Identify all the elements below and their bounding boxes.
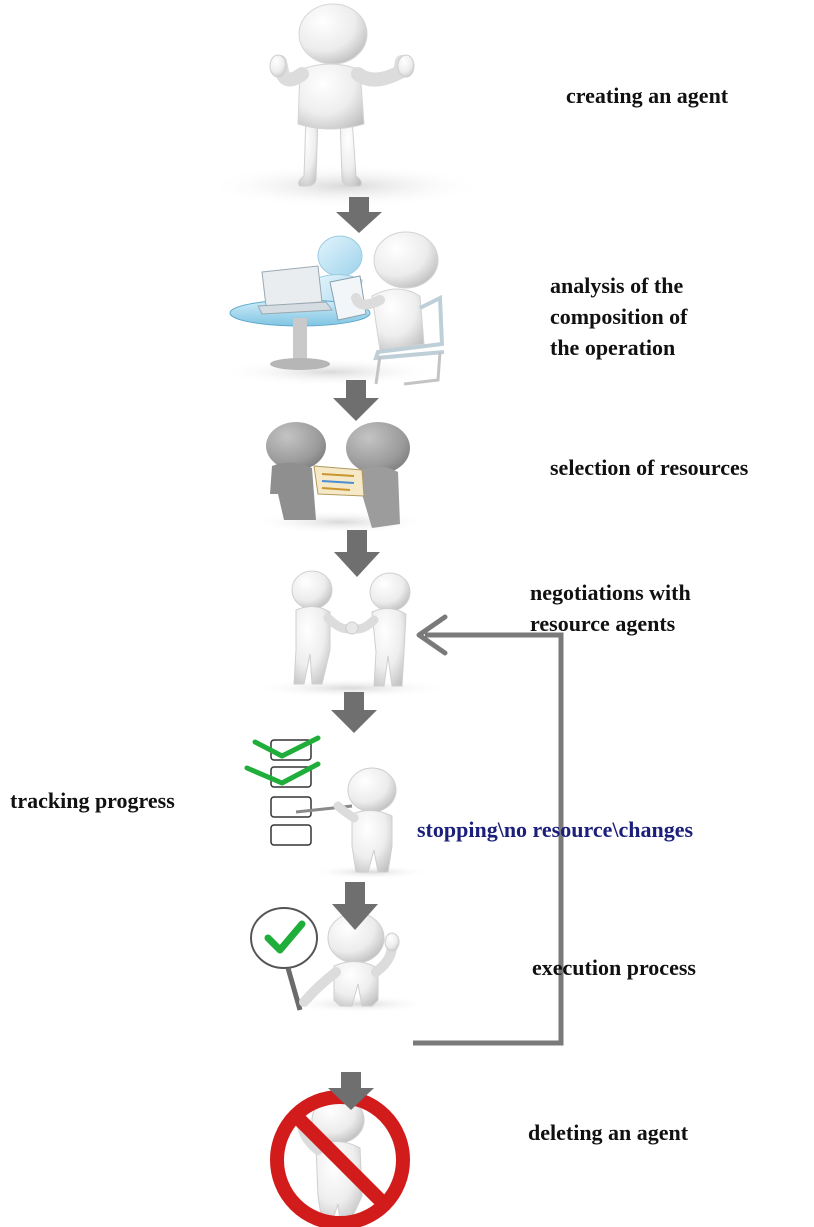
step-label-analysis: analysis of the composition of the opera… <box>550 273 688 360</box>
feedback-loop-arrow <box>413 614 564 1046</box>
flow-arrow-6 <box>328 1072 374 1110</box>
meeting-at-table-icon <box>220 231 445 386</box>
step-label-negotiations: negotiations with resource agents <box>530 580 691 636</box>
two-figures-with-document-icon <box>250 422 430 534</box>
step-label-deleting: deleting an agent <box>528 1120 689 1145</box>
step-label-execution: execution process <box>532 955 696 980</box>
approval-sign-figure-icon <box>250 907 430 1013</box>
step-label-creating: creating an agent <box>566 83 729 108</box>
step-label-tracking: tracking progress <box>10 788 175 813</box>
prohibited-figure-icon <box>270 1090 410 1227</box>
flow-arrow-1 <box>336 197 382 233</box>
step-label-selection: selection of resources <box>550 455 749 480</box>
flow-arrow-5 <box>332 882 378 930</box>
feedback-label-stopping: stopping\no resource\changes <box>417 817 694 842</box>
handshake-icon <box>250 570 450 698</box>
checklist-figure-icon <box>244 735 430 879</box>
flow-arrow-3 <box>334 530 380 577</box>
thumbs-up-figure-icon <box>205 3 485 208</box>
flow-arrow-4 <box>331 692 377 733</box>
flow-arrow-2 <box>333 380 379 421</box>
